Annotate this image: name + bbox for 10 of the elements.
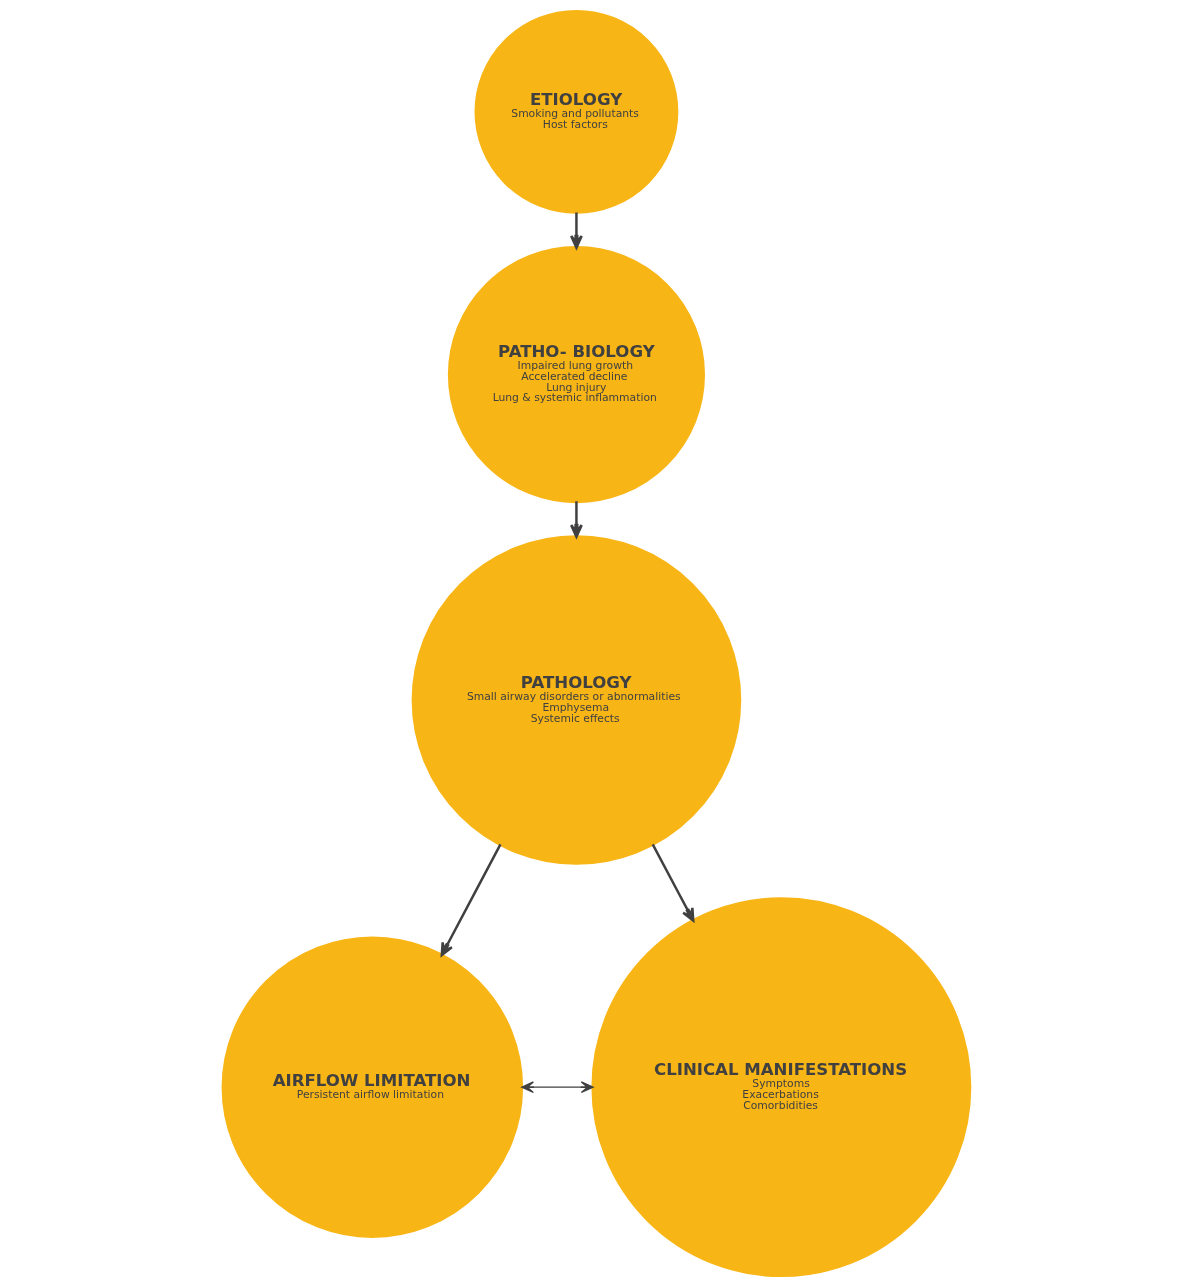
arrow <box>520 1081 594 1093</box>
node-circle: PATHOLOGY Small airway disorders or abnormalities Emphysema Systemic effects <box>411 535 741 865</box>
arrow <box>569 501 583 538</box>
arrow <box>569 212 583 249</box>
node-circle: PATHO- BIOLOGY Impaired lung growth Accelerated decline Lung injury Lung & systemic inflammation <box>447 246 705 504</box>
arrow <box>440 843 502 957</box>
node-circle: CLINICAL MANIFESTATIONS Symptoms Exacerbations Comorbidities <box>590 897 971 1278</box>
arrow <box>651 843 694 922</box>
node-circle: ETIOLOGY Smoking and pollutants Host factors <box>474 9 678 214</box>
node-circle: AIRFLOW LIMITATION Persistent airflow limitation <box>221 936 523 1238</box>
